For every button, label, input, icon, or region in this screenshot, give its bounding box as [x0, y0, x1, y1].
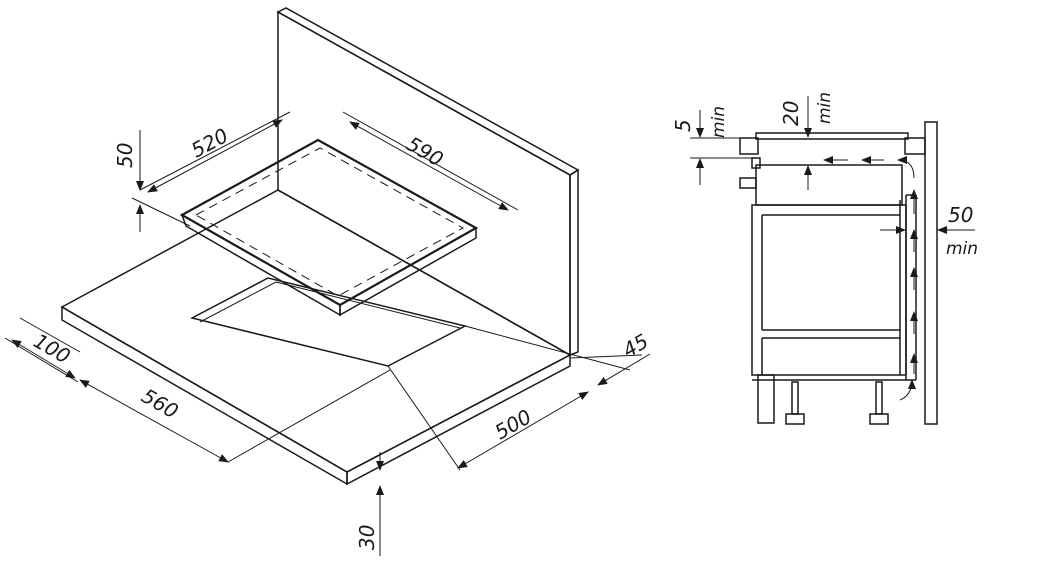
dim-air-gap-label: 20 [779, 101, 803, 126]
dim-hob-depth-label: 520 [187, 123, 232, 162]
isometric-view: 520 590 50 100 560 [4, 7, 653, 556]
dim-front-margin: 100 [4, 317, 81, 383]
dim-rear-gap-label: 50 [948, 203, 973, 227]
worktop-front [739, 137, 759, 155]
dim-cutout-depth: 500 [387, 365, 589, 471]
front-bracket [739, 177, 757, 189]
dim-hob-height: 50 [113, 130, 191, 232]
dim-top-gap-unit: min [709, 106, 729, 138]
dim-rear-gap-unit: min [946, 239, 978, 259]
hob-body-section [755, 164, 903, 206]
dim-rear-gap: 50 min [880, 203, 978, 259]
dim-air-gap-unit: min [815, 92, 835, 124]
countertop [60, 189, 572, 486]
countertop-cutout [189, 277, 468, 367]
dim-rear-margin-label: 45 [619, 329, 653, 363]
worktop-rear [904, 137, 926, 155]
dim-cutout-depth-label: 500 [491, 404, 536, 444]
dim-front-margin-label: 100 [30, 329, 75, 369]
dim-hob-width: 590 [342, 111, 519, 211]
dim-countertop-thickness: 30 [355, 452, 384, 556]
cabinet [751, 194, 917, 424]
airflow-arrows [823, 156, 918, 401]
dim-hob-depth: 520 [139, 111, 291, 193]
plinth-front [757, 374, 775, 424]
hob-glass [755, 132, 909, 140]
dim-cutout-width: 560 [79, 369, 391, 463]
back-wall [276, 7, 580, 357]
wall-section [924, 121, 938, 425]
dim-top-gap-label: 5 [671, 119, 695, 132]
dim-countertop-thickness-label: 30 [355, 525, 379, 550]
dim-rear-margin: 45 [464, 325, 653, 386]
front-clip [751, 157, 761, 169]
dim-top-gap: 5 min [671, 106, 752, 185]
cabinet-legs [785, 381, 889, 425]
dim-cutout-width-label: 560 [138, 384, 183, 424]
section-view: 5 min 20 min 50 min [671, 92, 978, 425]
dim-hob-height-label: 50 [113, 143, 137, 168]
dim-hob-width-label: 590 [403, 132, 448, 172]
dim-air-gap: 20 min [779, 92, 835, 190]
